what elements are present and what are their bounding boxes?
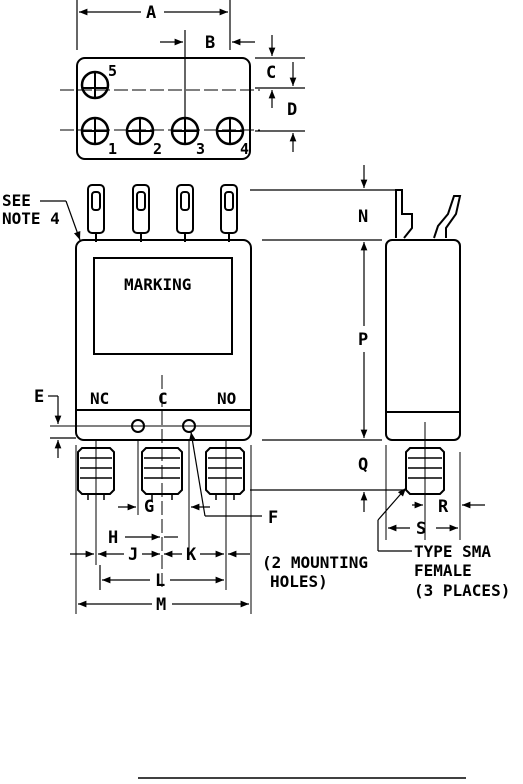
c-label: C bbox=[158, 389, 168, 408]
top-view: 5 1 2 3 4 A B C D bbox=[60, 0, 305, 160]
dimension-Q-label: Q bbox=[358, 455, 368, 475]
terminal-3-symbol bbox=[170, 116, 200, 146]
dimension-C-label: C bbox=[266, 63, 276, 83]
dimension-S-label: S bbox=[416, 519, 426, 539]
pin-4-label: 4 bbox=[240, 140, 249, 158]
terminal-2-symbol bbox=[125, 116, 155, 146]
sma-note-line2: FEMALE bbox=[414, 561, 472, 580]
no-label: NO bbox=[217, 389, 236, 408]
dimension-P-label: P bbox=[358, 330, 368, 350]
see-note-label-line2: NOTE 4 bbox=[2, 209, 60, 228]
terminal-5-symbol bbox=[80, 70, 110, 100]
dimension-H-label: H bbox=[108, 528, 118, 548]
marking-area bbox=[93, 257, 233, 355]
pin-2-label: 2 bbox=[153, 140, 162, 158]
sma-note-line3: (3 PLACES) bbox=[414, 581, 510, 600]
pin-5-label: 5 bbox=[108, 62, 117, 80]
pin-3-label: 3 bbox=[196, 140, 205, 158]
front-view: MARKING NC C NO bbox=[2, 184, 368, 615]
marking-label: MARKING bbox=[124, 275, 191, 294]
mounting-holes-note-line2: HOLES) bbox=[270, 572, 328, 591]
dimension-G-label: G bbox=[144, 497, 154, 517]
dimension-A-label: A bbox=[146, 3, 156, 23]
dimension-J-label: J bbox=[128, 545, 138, 565]
dimension-F-label: F bbox=[268, 508, 278, 528]
dimension-E-label: E bbox=[34, 387, 44, 407]
dimension-K-label: K bbox=[186, 545, 197, 565]
mounting-holes-note-line1: (2 MOUNTING bbox=[262, 553, 368, 572]
top-view-outline bbox=[76, 57, 251, 160]
sma-note-line1: TYPE SMA bbox=[414, 542, 491, 561]
side-body bbox=[385, 239, 461, 441]
relay-body bbox=[75, 239, 252, 441]
nc-label: NC bbox=[90, 389, 109, 408]
pin-1-label: 1 bbox=[108, 140, 117, 158]
side-view: N P Q R S TYPE SMA FEMALE (3 PLACES) bbox=[250, 165, 510, 600]
see-note-label-line1: SEE bbox=[2, 191, 31, 210]
terminal-1-symbol bbox=[80, 116, 110, 146]
terminal-lugs bbox=[87, 184, 238, 242]
dimension-B-label: B bbox=[205, 33, 215, 53]
dimension-M-label: M bbox=[156, 595, 166, 615]
dimension-D-label: D bbox=[287, 100, 297, 120]
dimension-N-label: N bbox=[358, 207, 368, 227]
terminal-4-symbol bbox=[215, 116, 245, 146]
sma-connector-no bbox=[205, 447, 245, 500]
dimension-R-label: R bbox=[438, 497, 449, 517]
dimension-L-label: L bbox=[155, 571, 165, 591]
